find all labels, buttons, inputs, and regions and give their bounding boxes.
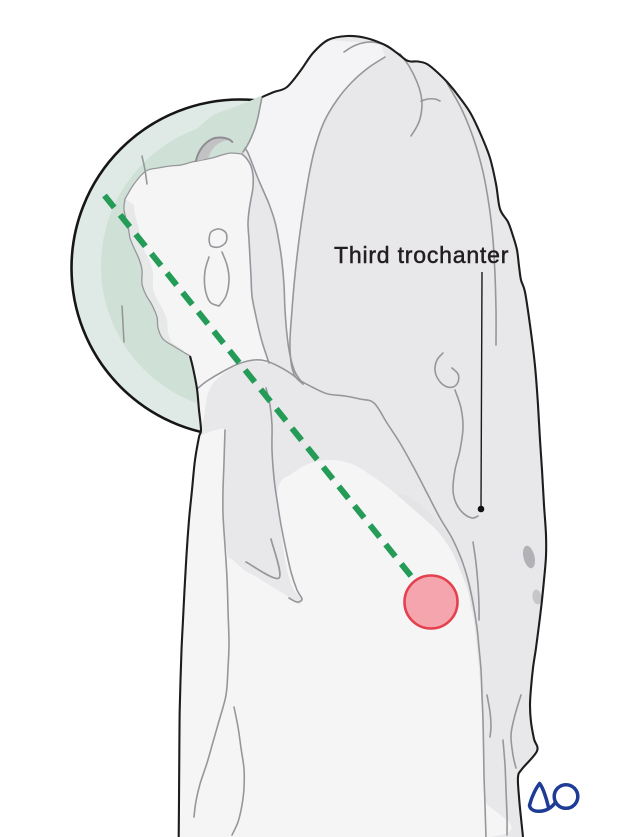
svg-text:Third trochanter: Third trochanter — [334, 242, 509, 268]
